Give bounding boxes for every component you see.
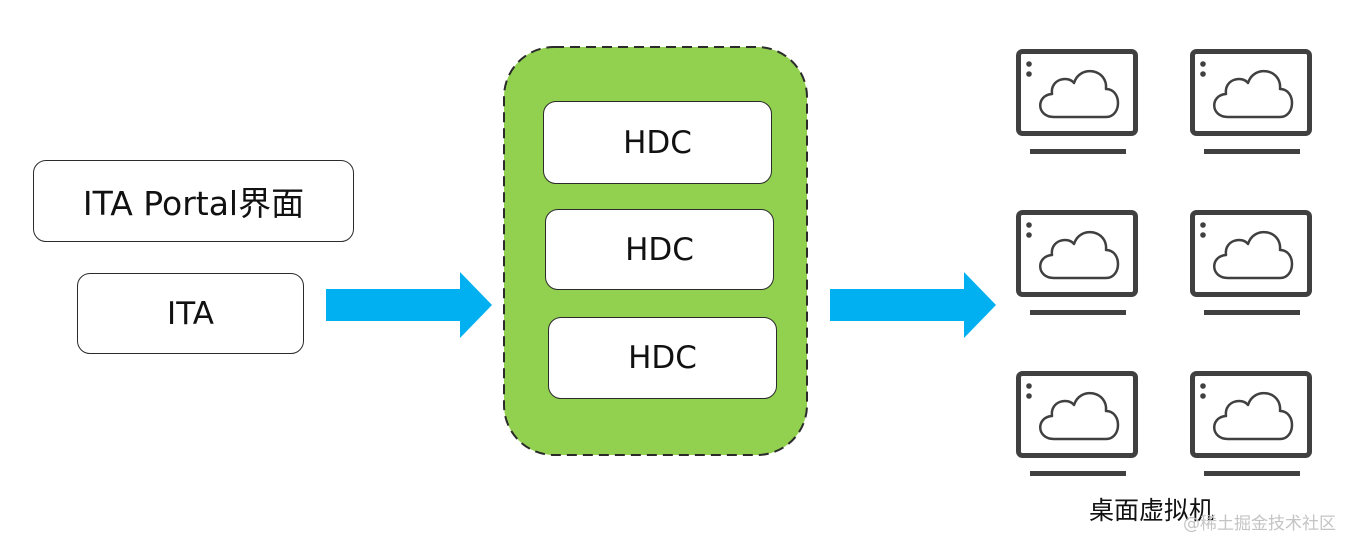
hdc-node-1: HDC	[543, 101, 772, 184]
hdc-node-2: HDC	[545, 209, 774, 290]
hdc-node-label: HDC	[628, 340, 697, 376]
cloud-monitor-icon	[1016, 210, 1138, 315]
desktop-vm-grid	[1016, 49, 1312, 476]
ita-portal-box: ITA Portal界面	[33, 160, 354, 242]
ita-box: ITA	[77, 273, 304, 354]
watermark: @稀土掘金技术社区	[1183, 514, 1336, 534]
arrow-to-cluster	[326, 272, 492, 338]
cloud-monitor-icon	[1190, 210, 1312, 315]
ita-portal-label: ITA Portal界面	[82, 184, 305, 223]
cloud-monitor-icon	[1190, 49, 1312, 154]
cloud-monitor-icon	[1016, 371, 1138, 476]
ita-label: ITA	[167, 295, 214, 332]
cloud-monitor-icon	[1190, 371, 1312, 476]
cloud-monitor-icon	[1016, 49, 1138, 154]
arrow-to-desktops	[830, 272, 996, 338]
hdc-node-3: HDC	[548, 317, 777, 399]
hdc-node-label: HDC	[623, 124, 692, 161]
desktop-vm-caption: 桌面虚拟机	[1089, 496, 1215, 525]
hdc-node-label: HDC	[625, 231, 694, 268]
